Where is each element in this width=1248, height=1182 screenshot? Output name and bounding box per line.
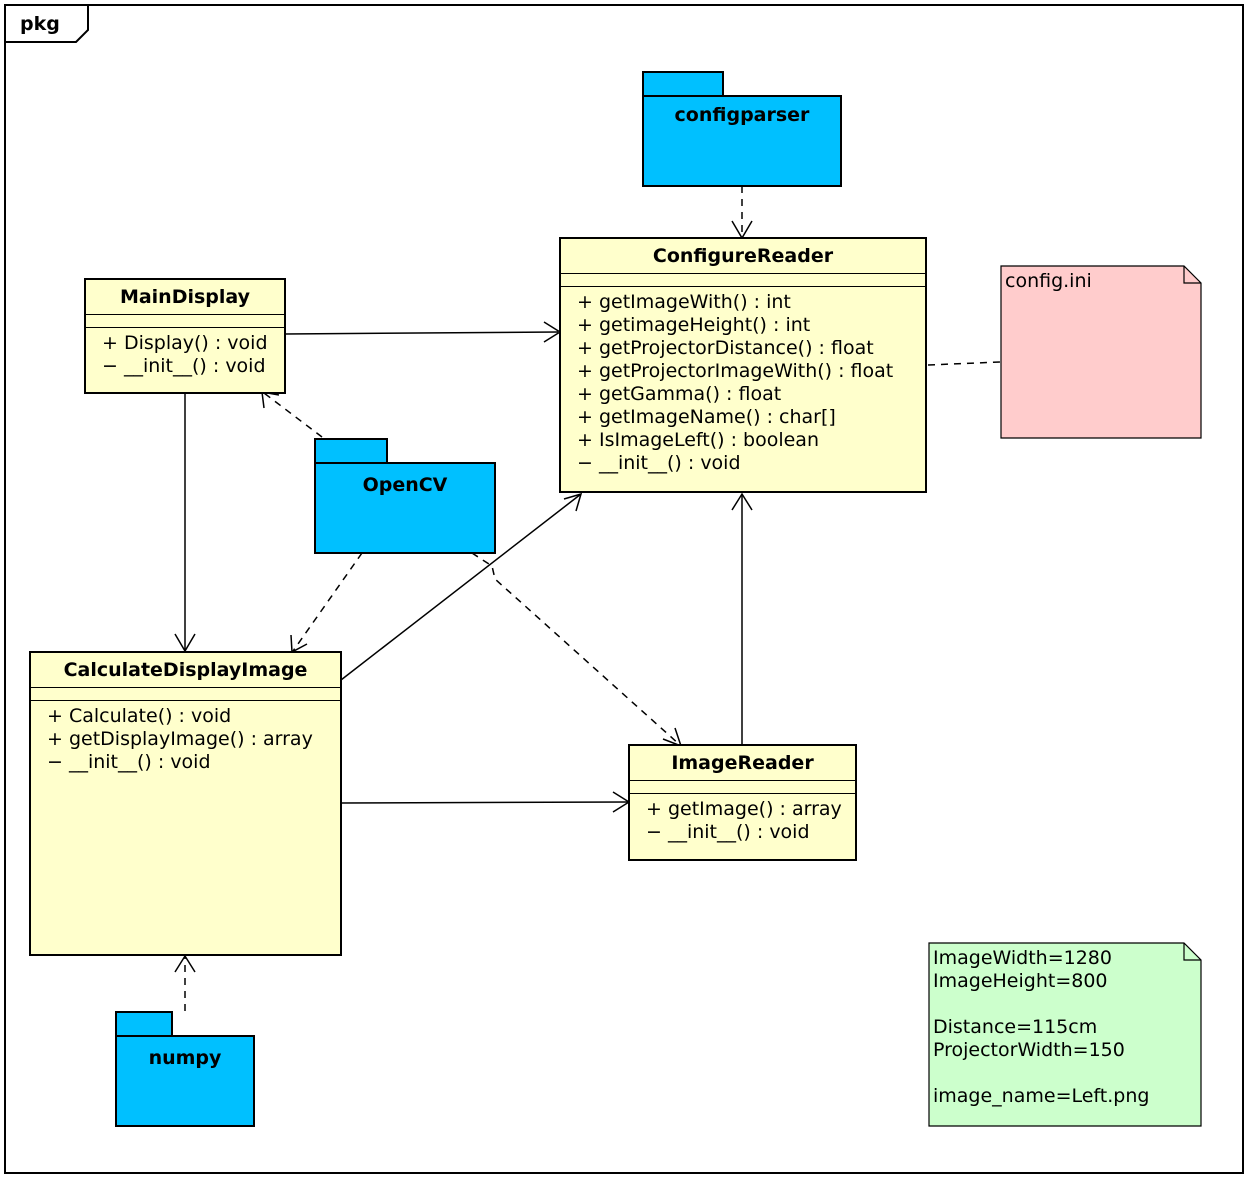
package-tab [115,1011,173,1037]
package-body [314,462,496,554]
diagram-frame [4,4,1244,1174]
frame-label: pkg [20,13,60,35]
attributes-compartment [31,688,340,701]
edge-calculatedisplayimage-configurereader [340,493,582,681]
operations-compartment: + getImageWith() : int + getimageHeight(… [561,287,925,475]
dep-opencv-maindisplay [263,392,323,438]
arrowhead-configurereader-bottomleft [563,492,583,512]
dep-opencv-imagereader [471,552,681,746]
operation: − __init__() : void [102,355,266,377]
frame-tab [4,4,89,43]
operation: + getImageWith() : int [577,291,791,313]
operation: + Calculate() : void [47,705,232,727]
note-config-values[interactable]: ImageWidth=1280 ImageHeight=800 Distance… [928,942,1202,1127]
operation: − __init__() : void [47,751,211,773]
class-main-display[interactable]: MainDisplay + Display() : void − __init_… [84,278,286,394]
link-configurereader-configini [927,361,1001,366]
package-tab [314,438,388,464]
arrowhead-configurereader-bottom [731,492,753,511]
arrowhead-dep-numpy [174,954,196,973]
note-config-ini[interactable]: config.ini [1000,265,1202,439]
operation: + getProjectorImageWith() : float [577,360,894,382]
note-shape [1000,265,1202,439]
operation: + IsImageLeft() : boolean [577,429,819,451]
operation: + getProjectorDistance() : float [577,337,874,359]
operation: + getDisplayImage() : array [47,728,313,750]
operation: + getImageName() : char[] [577,406,836,428]
class-configure-reader[interactable]: ConfigureReader + getImageWith() : int +… [559,237,927,493]
package-name: configparser [674,104,810,126]
class-name: MainDisplay [86,280,284,315]
operations-compartment: + getImage() : array − __init__() : void [630,794,855,844]
operations-compartment: + Calculate() : void + getDisplayImage()… [31,701,340,774]
class-name: ImageReader [630,746,855,781]
edge-calculatedisplayimage-imagereader [340,801,629,804]
package-tab [642,71,724,97]
operation: − __init__() : void [646,821,810,843]
package-body [115,1035,255,1127]
package-name: numpy [148,1047,222,1069]
attributes-compartment [561,274,925,287]
operation: + getimageHeight() : int [577,314,811,336]
note-text: config.ini [1005,270,1092,292]
edge-maindisplay-configurereader [284,331,559,335]
operation: − __init__() : void [577,452,741,474]
note-text: ImageWidth=1280 ImageHeight=800 Distance… [933,947,1150,1107]
operation: + Display() : void [102,332,268,354]
note-shape [928,942,1202,1127]
operation: + getGamma() : float [577,383,782,405]
package-name: OpenCV [362,474,448,496]
class-name: ConfigureReader [561,239,925,274]
operation: + getImage() : array [646,798,842,820]
class-image-reader[interactable]: ImageReader + getImage() : array − __ini… [628,744,857,861]
package-numpy[interactable]: numpy [115,1011,255,1127]
class-name: CalculateDisplayImage [31,653,340,688]
arrowhead-dep-maindisplay [261,391,280,409]
attributes-compartment [86,315,284,328]
package-opencv[interactable]: OpenCV [314,438,496,554]
dep-opencv-calculatedisplayimage [292,552,363,652]
class-calculate-display-image[interactable]: CalculateDisplayImage + Calculate() : vo… [29,651,342,956]
package-configparser[interactable]: configparser [642,71,842,187]
operations-compartment: + Display() : void − __init__() : void [86,328,284,378]
package-body [642,95,842,187]
attributes-compartment [630,781,855,794]
